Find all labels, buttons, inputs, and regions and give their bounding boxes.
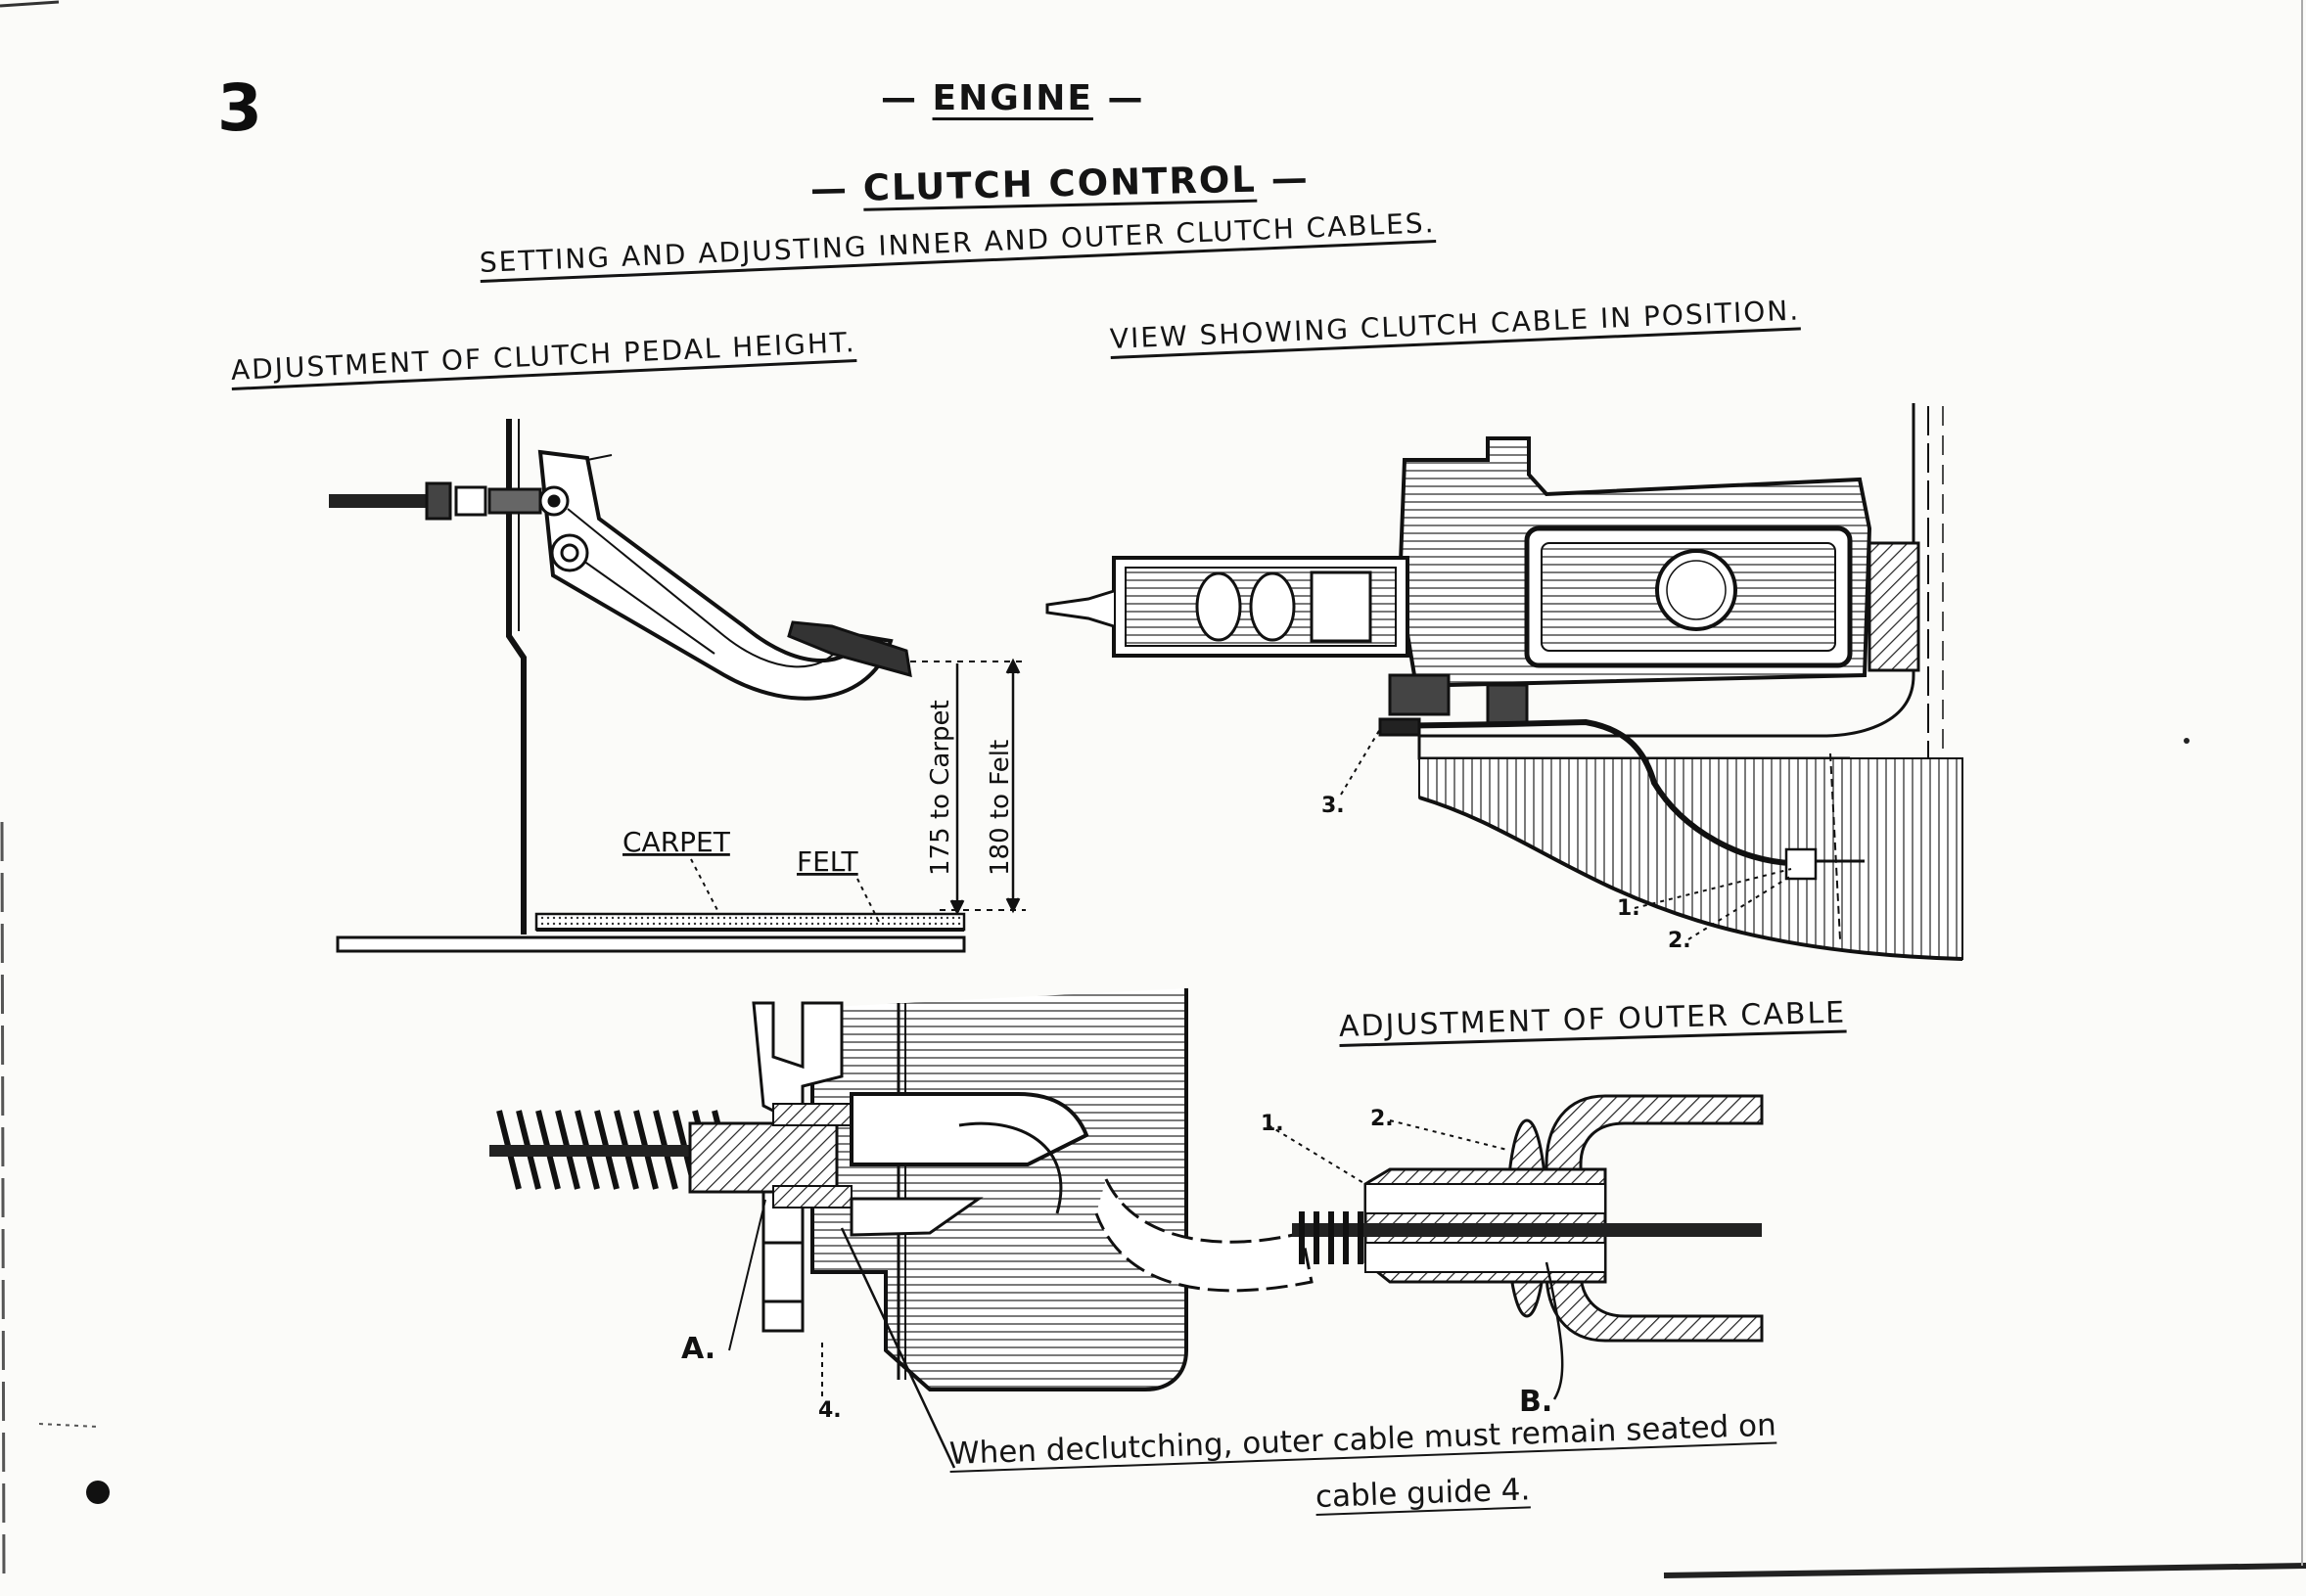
label-a: A. (681, 1332, 715, 1366)
cable-position-callout-3: 3. (1321, 794, 1345, 818)
note-line-2: cable guide 4. (1314, 1472, 1531, 1515)
cable-guide-drawing (489, 988, 1314, 1469)
section-heading: — ENGINE — (881, 78, 1144, 118)
dimension-felt-label: 180 to Felt (986, 740, 1015, 876)
section-title: ENGINE (932, 78, 1093, 118)
title-dash-right: — (1092, 78, 1145, 118)
label-guide-4: 4. (818, 1398, 842, 1423)
page-number: 3 (217, 70, 262, 146)
outer-cable-adjuster-drawing (1268, 1094, 1764, 1400)
clutch-pedal-drawing (329, 419, 1026, 953)
label-b: B. (1519, 1385, 1552, 1419)
cable-position-drawing (1045, 403, 1963, 961)
title-dash-left: — (881, 78, 933, 118)
outer-cable-callout-2: 2. (1370, 1107, 1394, 1131)
felt-label: FELT (797, 845, 859, 878)
cable-position-callout-2: 2. (1668, 929, 1691, 953)
cable-position-callout-1: 1. (1617, 896, 1640, 921)
outer-cable-callout-1: 1. (1261, 1112, 1284, 1136)
carpet-label: CARPET (623, 826, 731, 858)
dimension-carpet-label: 175 to Carpet (926, 700, 955, 876)
